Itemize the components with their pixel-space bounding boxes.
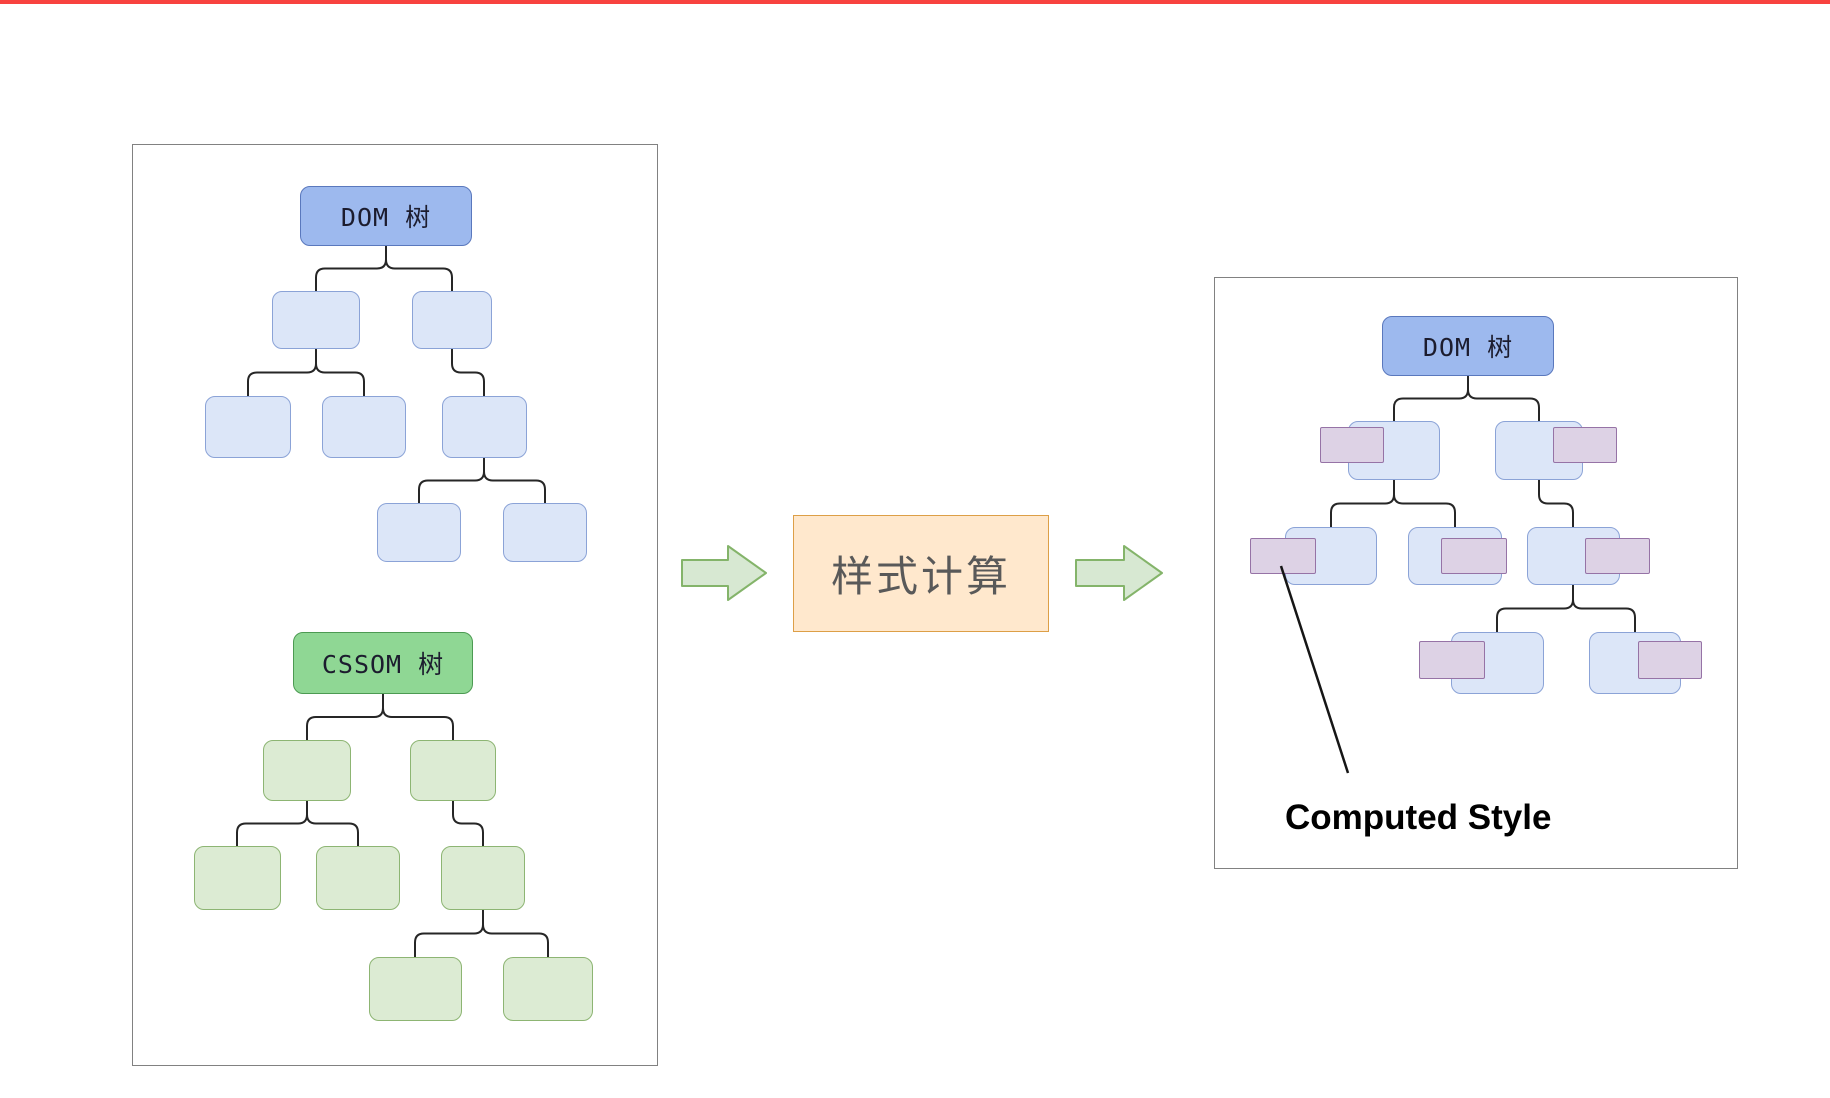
computed-style-annotation: Computed Style xyxy=(1285,798,1552,837)
computed-style-chip xyxy=(1638,641,1702,679)
dom-tree-node xyxy=(442,396,527,458)
cssom-tree-node xyxy=(503,957,593,1021)
dom-tree-node xyxy=(377,503,461,562)
computed-style-chip xyxy=(1553,427,1617,463)
computed-style-chip xyxy=(1320,427,1384,463)
computed-style-chip xyxy=(1250,538,1316,574)
cssom-tree-node xyxy=(410,740,496,801)
dom-tree-node xyxy=(205,396,291,458)
cssom-tree-node xyxy=(194,846,281,910)
flow-arrow-right-icon xyxy=(681,545,767,601)
computed-style-chip xyxy=(1441,538,1507,574)
styled-dom-tree-root: DOM 树 xyxy=(1382,316,1554,376)
computed-style-chip xyxy=(1419,641,1485,679)
style-computation-box: 样式计算 xyxy=(793,515,1049,632)
right-panel xyxy=(1214,277,1738,869)
flow-arrow-right-icon xyxy=(1075,545,1163,601)
dom-tree-node xyxy=(412,291,492,349)
dom-tree-node xyxy=(322,396,406,458)
cssom-tree-node xyxy=(441,846,525,910)
top-accent-bar xyxy=(0,0,1830,4)
dom-tree-root: DOM 树 xyxy=(300,186,472,246)
cssom-tree-node xyxy=(316,846,400,910)
dom-tree-node xyxy=(272,291,360,349)
cssom-tree-node xyxy=(369,957,462,1021)
cssom-tree-node xyxy=(263,740,351,801)
dom-tree-node xyxy=(503,503,587,562)
left-panel xyxy=(132,144,658,1066)
cssom-tree-root: CSSOM 树 xyxy=(293,632,473,694)
computed-style-chip xyxy=(1585,538,1650,574)
